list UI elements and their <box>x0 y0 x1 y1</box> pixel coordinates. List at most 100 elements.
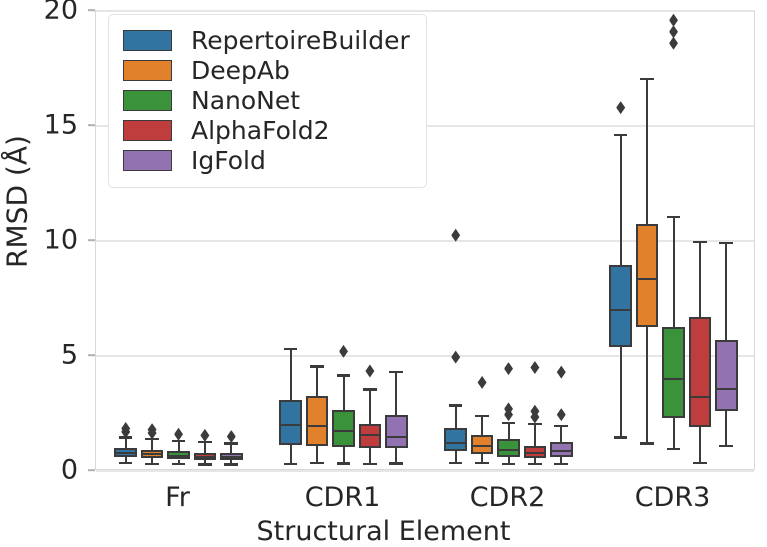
x-tick-label-cdr2: CDR2 <box>469 482 546 513</box>
whisker-cap-lower <box>145 462 159 466</box>
whisker-cap-lower <box>389 462 404 465</box>
whisker-lower <box>646 327 649 444</box>
y-tick-mark-5 <box>88 354 95 356</box>
box-body <box>635 223 659 328</box>
y-tick-mark-20 <box>88 9 95 11</box>
outlier-marker <box>174 427 183 441</box>
whisker-cap-upper <box>719 242 734 245</box>
outlier-marker <box>504 402 513 416</box>
whisker-lower <box>203 459 206 465</box>
whisker-lower <box>289 444 292 465</box>
box-body <box>279 399 303 445</box>
box-cdr1-igfold <box>96 11 754 469</box>
median-line <box>523 451 547 454</box>
whisker-cap-upper <box>448 404 463 407</box>
median-line <box>167 454 190 457</box>
legend-label: NanoNet <box>191 85 301 115</box>
box-cdr1-alphafold2 <box>96 11 754 469</box>
whisker-lower <box>151 458 154 465</box>
whisker-lower <box>230 460 233 465</box>
box-fr-alphafold2 <box>96 11 754 469</box>
legend-item-repertoirebuilder[interactable]: RepertoireBuilder <box>123 25 410 55</box>
whisker-upper <box>533 423 536 446</box>
box-body <box>444 428 468 452</box>
box-body <box>609 265 633 347</box>
box-cdr2-igfold <box>96 11 754 469</box>
whisker-lower <box>342 446 345 464</box>
whisker-upper <box>698 242 701 317</box>
whisker-cap-upper <box>336 374 351 377</box>
median-line <box>549 450 573 453</box>
whisker-upper <box>177 441 180 452</box>
median-line <box>470 444 494 447</box>
whisker-cap-lower <box>501 462 516 466</box>
whisker-cap-upper <box>640 77 654 81</box>
median-line <box>384 435 408 438</box>
whisker-upper <box>151 438 154 450</box>
y-axis-label: RMSD (Å) <box>0 135 34 268</box>
whisker-upper <box>342 375 345 411</box>
whisker-cap-lower <box>310 461 324 465</box>
box-cdr3-nanonet <box>96 11 754 469</box>
legend-swatch-icon <box>123 59 172 81</box>
box-cdr2-alphafold2 <box>96 11 754 469</box>
whisker-upper <box>481 415 484 436</box>
y-tick-mark-0 <box>88 469 95 471</box>
outlier-marker <box>556 365 566 379</box>
x-tick-label-fr: Fr <box>165 482 190 513</box>
whisker-cap-lower <box>475 461 489 465</box>
median-line <box>114 451 138 454</box>
whisker-upper <box>619 135 622 266</box>
box-cdr2-deepab <box>96 11 754 469</box>
gridline-y-0 <box>96 470 754 472</box>
legend-swatch-icon <box>123 29 172 51</box>
whisker-cap-lower <box>448 461 463 465</box>
outlier-marker <box>504 362 513 376</box>
whisker-lower <box>560 457 563 465</box>
y-tick-label-10: 10 <box>43 224 78 256</box>
median-line <box>688 396 712 399</box>
whisker-lower <box>672 418 675 450</box>
outlier-marker <box>530 361 540 374</box>
legend-label: IgFold <box>191 145 266 175</box>
legend-label: DeepAb <box>191 55 290 85</box>
outlier-marker <box>121 421 131 435</box>
legend-item-igfold[interactable]: IgFold <box>123 145 410 175</box>
outlier-marker <box>477 375 487 389</box>
whisker-upper <box>507 422 510 439</box>
whisker-cap-lower <box>363 462 377 466</box>
legend-item-deepab[interactable]: DeepAb <box>123 55 410 85</box>
gridline-y-5 <box>96 355 754 357</box>
box-body <box>384 414 408 448</box>
whisker-cap-upper <box>528 422 542 426</box>
y-tick-label-15: 15 <box>43 109 78 141</box>
median-line <box>609 309 633 311</box>
gridline-y-10 <box>96 240 754 242</box>
outlier-marker <box>451 350 461 364</box>
median-line <box>332 429 355 432</box>
outlier-marker <box>616 101 626 115</box>
whisker-lower <box>533 458 536 465</box>
whisker-lower <box>124 456 127 463</box>
legend-item-nanonet[interactable]: NanoNet <box>123 85 410 115</box>
legend-item-alphafold2[interactable]: AlphaFold2 <box>123 115 410 145</box>
outlier-marker <box>669 36 678 50</box>
outlier-marker <box>669 25 678 39</box>
median-line <box>140 453 164 456</box>
whisker-cap-lower <box>613 436 628 439</box>
whisker-upper <box>230 443 233 454</box>
whisker-upper <box>672 216 675 328</box>
whisker-upper <box>646 78 649 224</box>
box-fr-deepab <box>96 11 754 469</box>
whisker-upper <box>203 442 206 453</box>
x-tick-label-cdr3: CDR3 <box>634 482 711 513</box>
box-body <box>549 442 573 458</box>
box-body <box>714 339 738 412</box>
gridline-y-20 <box>96 10 754 12</box>
whisker-upper <box>368 389 371 424</box>
median-line <box>279 424 303 426</box>
whisker-cap-upper <box>613 134 628 137</box>
box-body <box>470 435 494 454</box>
box-fr-igfold <box>96 11 754 469</box>
